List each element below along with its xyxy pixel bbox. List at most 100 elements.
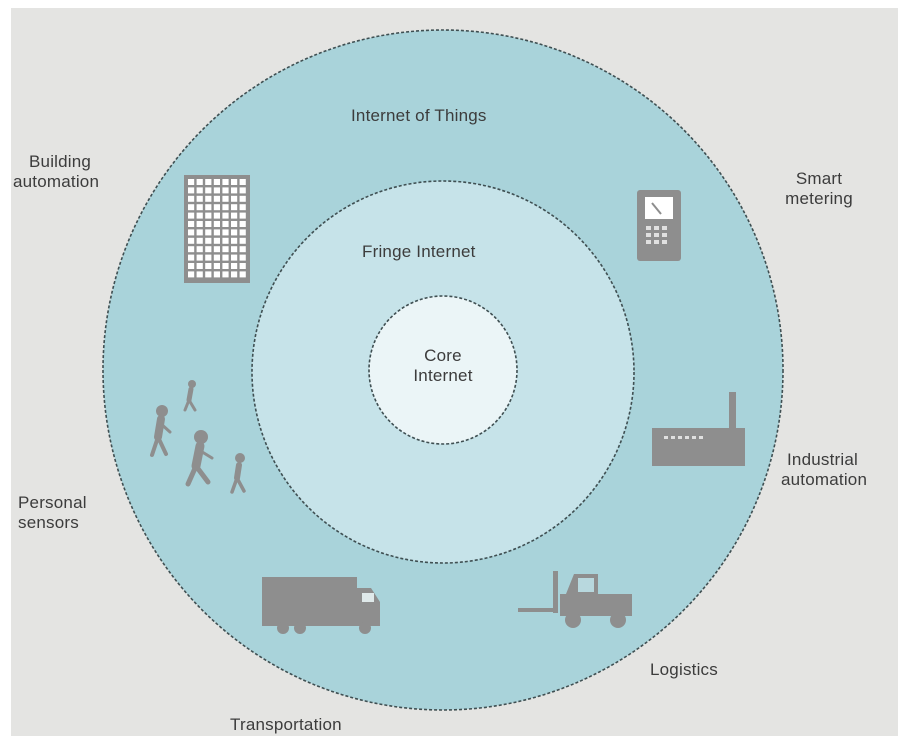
inner-ring-label: Core Internet xyxy=(400,346,486,386)
building-window xyxy=(188,212,195,219)
building-window xyxy=(188,229,195,236)
building-window xyxy=(213,212,220,219)
building-window xyxy=(239,195,246,202)
building-window xyxy=(196,195,203,202)
building-window xyxy=(213,179,220,185)
building-window xyxy=(205,204,212,211)
smart-metering-label: Smart metering xyxy=(770,169,868,209)
building-window xyxy=(188,246,195,253)
personal-sensors-label: Personal sensors xyxy=(18,493,87,533)
building-window xyxy=(205,179,212,185)
building-window xyxy=(196,187,203,194)
building-window xyxy=(188,187,195,194)
building-window xyxy=(213,246,220,253)
personal-sensors-line1: Personal xyxy=(18,493,87,512)
building-window xyxy=(188,221,195,227)
building-window xyxy=(231,246,238,253)
building-window xyxy=(196,263,203,269)
building-window xyxy=(205,195,212,202)
building-window xyxy=(205,263,212,269)
building-window xyxy=(196,179,203,185)
building-window xyxy=(196,204,203,211)
building-window xyxy=(205,254,212,261)
building-window xyxy=(239,237,246,244)
building-window xyxy=(188,195,195,202)
building-window xyxy=(205,237,212,244)
building-window xyxy=(222,179,229,185)
transportation-label: Transportation xyxy=(230,715,342,734)
building-window xyxy=(196,229,203,236)
building-window xyxy=(205,187,212,194)
building-window xyxy=(196,271,203,278)
building-icon xyxy=(184,175,250,283)
building-window xyxy=(205,229,212,236)
building-window xyxy=(213,221,220,227)
building-window xyxy=(213,229,220,236)
building-window xyxy=(222,195,229,202)
building-window xyxy=(213,204,220,211)
building-window xyxy=(222,221,229,227)
building-window xyxy=(239,229,246,236)
industrial-automation-line1: Industrial xyxy=(787,450,858,469)
building-window xyxy=(196,212,203,219)
building-automation-label: Building automation xyxy=(13,152,99,192)
building-window xyxy=(205,221,212,227)
building-window xyxy=(196,246,203,253)
smart-metering-line1: Smart xyxy=(795,169,843,188)
building-window xyxy=(213,271,220,278)
building-window xyxy=(231,179,238,185)
building-window xyxy=(222,237,229,244)
building-window xyxy=(188,263,195,269)
building-window xyxy=(205,212,212,219)
building-window xyxy=(239,221,246,227)
building-window xyxy=(222,263,229,269)
industrial-automation-label: Industrial automation xyxy=(781,450,867,490)
outer-ring-label: Internet of Things xyxy=(351,106,487,125)
building-window xyxy=(196,254,203,261)
smart-metering-line2: metering xyxy=(785,189,853,208)
building-window xyxy=(231,237,238,244)
building-window xyxy=(239,179,246,185)
building-window xyxy=(188,237,195,244)
building-window xyxy=(213,237,220,244)
building-window xyxy=(231,212,238,219)
building-window xyxy=(231,263,238,269)
building-window xyxy=(222,212,229,219)
inner-ring-label-line1: Core xyxy=(424,346,462,365)
inner-ring-label-line2: Internet xyxy=(413,366,473,385)
building-window xyxy=(231,221,238,227)
building-window xyxy=(188,271,195,278)
building-window xyxy=(222,229,229,236)
building-window xyxy=(213,187,220,194)
building-window xyxy=(239,212,246,219)
building-window xyxy=(196,237,203,244)
building-window xyxy=(231,195,238,202)
building-window xyxy=(239,254,246,261)
building-window xyxy=(196,221,203,227)
building-window xyxy=(188,204,195,211)
building-window xyxy=(188,179,195,185)
building-window xyxy=(231,229,238,236)
building-window xyxy=(239,271,246,278)
building-window xyxy=(222,254,229,261)
smart-meter-icon xyxy=(637,190,681,261)
building-automation-line2: automation xyxy=(13,172,100,191)
building-window xyxy=(239,187,246,194)
truck-icon xyxy=(262,577,380,634)
building-window xyxy=(231,271,238,278)
building-window xyxy=(222,204,229,211)
factory-icon xyxy=(652,392,745,466)
building-window xyxy=(205,271,212,278)
building-window xyxy=(239,204,246,211)
building-window xyxy=(231,254,238,261)
industrial-automation-line2: automation xyxy=(781,470,868,489)
building-window xyxy=(222,187,229,194)
building-window xyxy=(205,246,212,253)
building-window xyxy=(222,246,229,253)
building-window xyxy=(231,204,238,211)
middle-ring-label: Fringe Internet xyxy=(362,242,476,261)
building-window xyxy=(213,195,220,202)
forklift-icon xyxy=(518,571,632,628)
